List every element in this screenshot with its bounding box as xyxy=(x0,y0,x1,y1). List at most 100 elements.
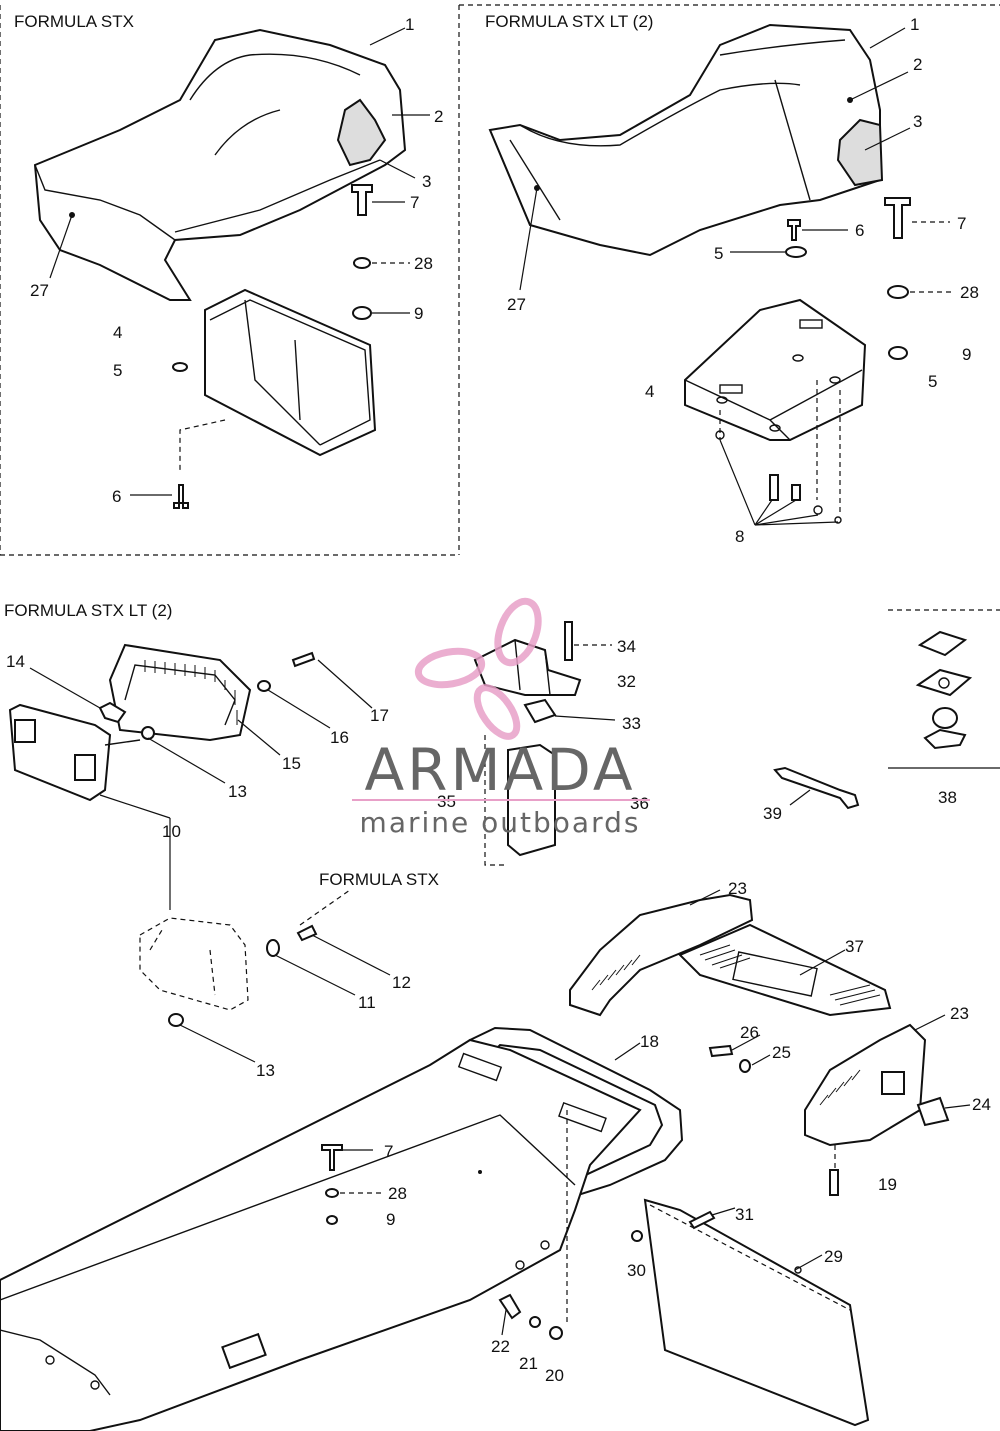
callout-label: 19 xyxy=(878,1175,897,1194)
cover-bolt xyxy=(829,1169,839,1196)
box-fastener xyxy=(769,474,779,501)
taillight-housing xyxy=(8,703,141,802)
seat-lt-mesh-patch xyxy=(836,118,884,187)
callout-label: 28 xyxy=(388,1184,407,1203)
seat-lt-bolt xyxy=(884,197,911,239)
callout-label: 11 xyxy=(358,993,376,1012)
tunnel-chassis xyxy=(0,1038,642,1431)
callout-label: 9 xyxy=(386,1210,395,1229)
hitch-pin-nut xyxy=(549,1326,563,1340)
cover-washer xyxy=(739,1059,751,1073)
seat-lt-washer xyxy=(785,246,807,258)
seat-bolt xyxy=(351,184,373,216)
callout-label: 33 xyxy=(622,714,641,733)
taillight-nut xyxy=(141,726,155,740)
callout-label: 21 xyxy=(519,1354,538,1373)
spanner-wrench xyxy=(773,766,860,810)
callout-label: 30 xyxy=(627,1261,646,1280)
callout-label: 31 xyxy=(735,1205,754,1224)
callout-label: 10 xyxy=(162,822,181,841)
callout-label: 9 xyxy=(414,304,423,323)
callout-label: 20 xyxy=(545,1366,564,1385)
propeller-logo xyxy=(414,597,542,740)
callout-label: 2 xyxy=(913,55,922,74)
callout-label: 23 xyxy=(950,1004,969,1023)
hitch-washer xyxy=(325,1188,339,1198)
seat-nut xyxy=(352,306,372,320)
callout-label: 18 xyxy=(640,1032,659,1051)
rear-assembly-group: FORMULA STX LT (2) 14 17 16 15 13 xyxy=(0,601,1000,1431)
seat-lt-grommet xyxy=(887,285,909,299)
callout-label: 39 xyxy=(763,804,782,823)
taillight-washer xyxy=(257,680,271,692)
callout-label: 36 xyxy=(630,794,649,813)
stx-washer xyxy=(266,939,280,957)
seat-washer xyxy=(353,257,371,269)
reflector xyxy=(916,1096,950,1127)
formula-stx-seat-group: FORMULA STX 1 2 3 xyxy=(0,5,460,556)
callout-label: 24 xyxy=(972,1095,991,1114)
taillight-bulb xyxy=(98,701,127,724)
callout-label: 7 xyxy=(384,1142,393,1161)
seat-mesh-patch xyxy=(336,98,387,167)
hitch-bolt xyxy=(321,1144,343,1171)
callout-label: 5 xyxy=(928,372,937,391)
watermark-tagline: marine outboards xyxy=(360,806,641,839)
callout-label: 4 xyxy=(645,382,654,401)
callout-label: 27 xyxy=(507,295,526,314)
armada-watermark: ARMADA marine outboards xyxy=(352,597,650,839)
callout-label: 34 xyxy=(617,637,636,656)
seat-storage-box xyxy=(179,288,377,470)
seat-lt-cover xyxy=(488,23,881,257)
side-cover-right xyxy=(804,1023,927,1147)
stx-nut xyxy=(168,1013,184,1027)
hitch-pin xyxy=(498,1293,522,1320)
seat-cover xyxy=(33,28,407,301)
section-title-formula-stx-lt-lower: FORMULA STX LT (2) xyxy=(4,601,172,620)
hitch-pin-washer xyxy=(529,1316,541,1328)
hitch-nut xyxy=(326,1215,338,1225)
stx-screw xyxy=(296,924,318,942)
callout-label: 7 xyxy=(957,214,966,233)
callout-label: 37 xyxy=(845,937,864,956)
mount-plate xyxy=(523,698,557,724)
callout-label: 35 xyxy=(437,792,456,811)
callout-label: 16 xyxy=(330,728,349,747)
seat-grommet xyxy=(172,362,188,372)
cover-screw xyxy=(708,1044,734,1058)
callout-label: 1 xyxy=(910,15,919,34)
taillight-housing-stx xyxy=(139,917,249,1011)
taillight-screw xyxy=(291,651,316,668)
callout-label: 2 xyxy=(434,107,443,126)
callout-label: 26 xyxy=(740,1023,759,1042)
seat-screw xyxy=(173,484,189,509)
callout-label: 38 xyxy=(938,788,957,807)
callout-label: 9 xyxy=(962,345,971,364)
callout-label: 12 xyxy=(392,973,411,992)
callout-label: 1 xyxy=(405,15,414,34)
taillight-lens xyxy=(108,643,252,742)
callout-label: 5 xyxy=(714,244,723,263)
seat-lt-screw xyxy=(787,219,801,241)
callout-label: 13 xyxy=(228,782,247,801)
section-title-formula-stx: FORMULA STX xyxy=(14,12,134,31)
callout-label: 29 xyxy=(824,1247,843,1266)
box-fastener xyxy=(791,484,801,501)
formula-stx-lt-seat-group: FORMULA STX LT (2) xyxy=(459,4,1000,546)
seat-lt-storage-box xyxy=(684,298,867,515)
callout-label: 28 xyxy=(960,283,979,302)
callout-label: 17 xyxy=(370,706,389,725)
callout-label: 8 xyxy=(735,527,744,546)
callout-label: 5 xyxy=(113,361,122,380)
section-title-formula-stx-lower: FORMULA STX xyxy=(319,870,439,889)
callout-label: 4 xyxy=(113,323,122,342)
side-cover-left xyxy=(569,893,754,1017)
callout-label: 7 xyxy=(410,193,419,212)
section-title-formula-stx-lt: FORMULA STX LT (2) xyxy=(485,12,653,31)
callout-label: 6 xyxy=(855,221,864,240)
flap-nut xyxy=(631,1230,643,1242)
callout-label: 32 xyxy=(617,672,636,691)
callout-label: 3 xyxy=(422,172,431,191)
callout-label: 27 xyxy=(30,281,49,300)
